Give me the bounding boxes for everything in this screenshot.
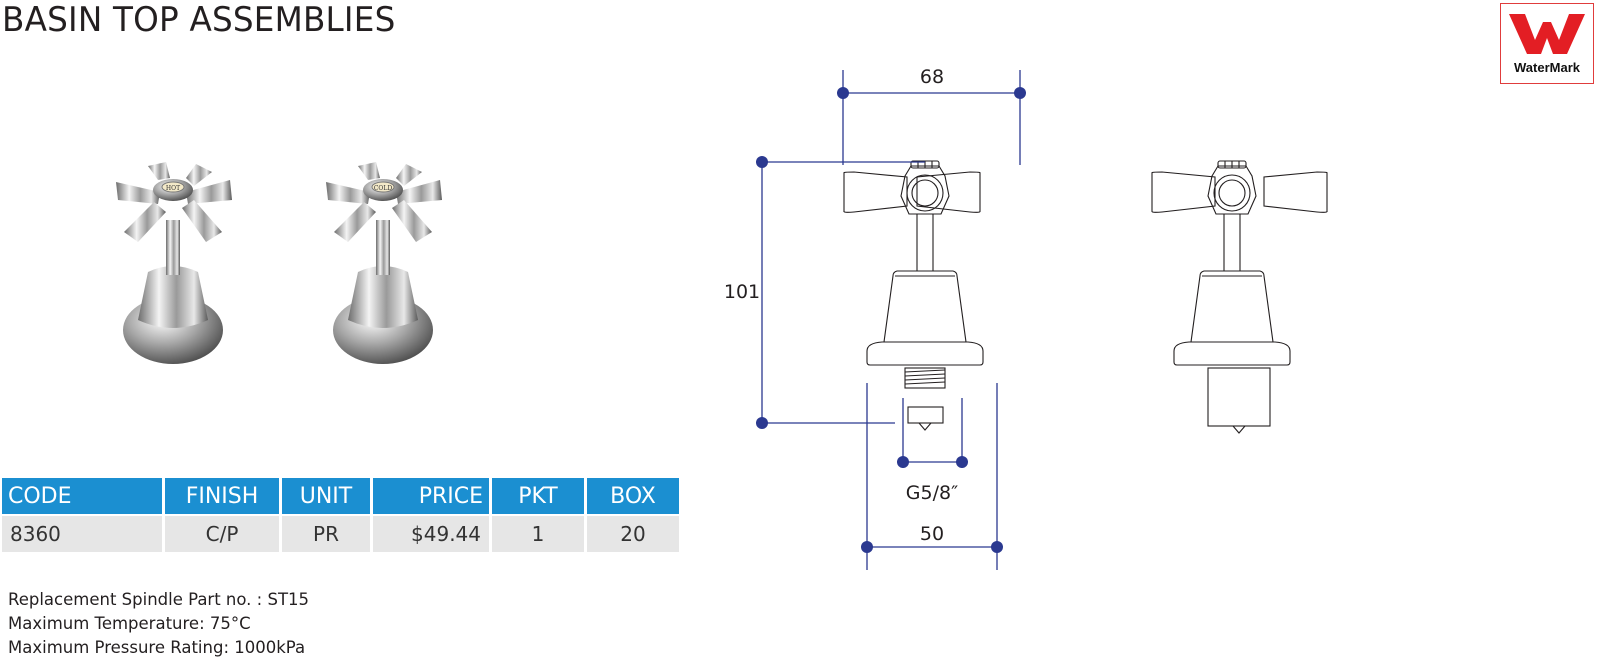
tap-front-view (843, 160, 984, 431)
dim-base-width: 50 (920, 523, 944, 545)
cell-finish: C/P (165, 514, 279, 552)
cell-box: 20 (587, 514, 679, 552)
page-title: BASIN TOP ASSEMBLIES (2, 0, 396, 40)
note-temperature: Maximum Temperature: 75°C (8, 614, 251, 633)
product-photo-cold: COLD (326, 162, 442, 364)
watermark-text: WaterMark (1514, 60, 1580, 75)
table-row: 8360 C/P PR $49.44 1 20 (2, 514, 679, 552)
dimension-points (756, 87, 1026, 553)
cell-code: 8360 (2, 514, 162, 552)
table-header-row: CODE FINISH UNIT PRICE PKT BOX (2, 478, 679, 514)
dim-width-top: 68 (920, 66, 944, 88)
cell-price: $49.44 (373, 514, 489, 552)
dim-thread: G5/8″ (906, 482, 958, 504)
product-photo-hot: HOT (116, 162, 232, 364)
spec-table: CODE FINISH UNIT PRICE PKT BOX 8360 C/P … (0, 478, 682, 552)
col-finish: FINISH (165, 478, 279, 514)
col-price: PRICE (373, 478, 489, 514)
handle-label-cold: COLD (374, 185, 392, 192)
dim-height: 101 (724, 281, 760, 303)
col-code: CODE (2, 478, 162, 514)
handle-label-hot: HOT (166, 185, 180, 192)
col-box: BOX (587, 478, 679, 514)
col-pkt: PKT (492, 478, 584, 514)
watermark-icon (1509, 14, 1585, 54)
tap-side-view (1151, 160, 1328, 434)
col-unit: UNIT (282, 478, 370, 514)
watermark-logo: WaterMark (1500, 3, 1594, 84)
note-spindle: Replacement Spindle Part no. : ST15 (8, 590, 310, 609)
dimension-lines (757, 70, 1021, 570)
spec-notes: Replacement Spindle Part no. : ST15 Maxi… (8, 588, 309, 660)
cell-unit: PR (282, 514, 370, 552)
note-pressure: Maximum Pressure Rating: 1000kPa (8, 638, 306, 657)
cell-pkt: 1 (492, 514, 584, 552)
